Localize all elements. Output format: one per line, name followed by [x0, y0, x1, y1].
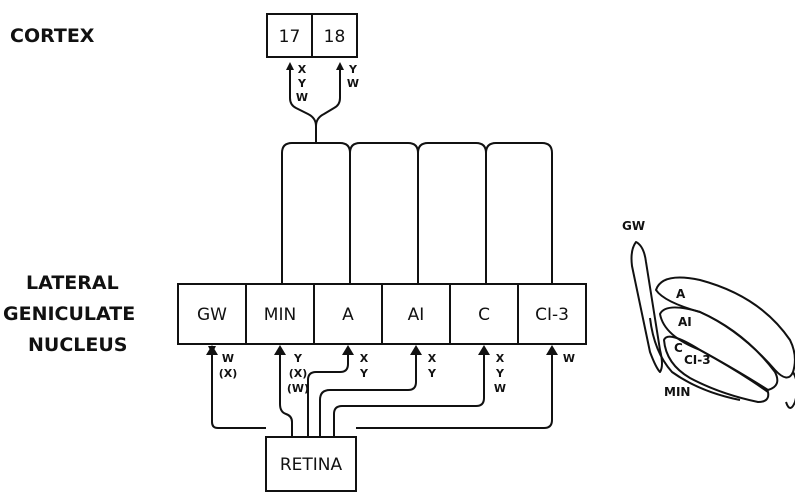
lgn-layer-ci3: CI-3 — [535, 305, 569, 325]
area17-input-w: W — [296, 91, 308, 104]
lgn-layer-c: C — [478, 305, 490, 325]
lgn-layer-gw: GW — [197, 305, 227, 325]
a-input-x: X — [360, 352, 369, 365]
min-input-x: (X) — [289, 367, 308, 380]
section-label-ai: AI — [678, 315, 692, 329]
cortex-label: CORTEX — [10, 25, 95, 47]
a-input-y: Y — [359, 367, 369, 380]
section-label-c: C — [674, 341, 683, 355]
ai-input-x: X — [428, 352, 437, 365]
min-input-y: Y — [293, 352, 303, 365]
cortex-area-17: 17 — [267, 14, 312, 57]
lgn-label-line1: LATERAL — [26, 272, 119, 294]
area18-input-y: Y — [348, 63, 358, 76]
lgn-layers: GW MIN A AI C CI-3 — [178, 284, 586, 344]
retina-label: RETINA — [280, 455, 343, 475]
lgn-label-line2: GENICULATE — [3, 303, 135, 325]
cortex-area-18: 18 — [312, 14, 357, 57]
retina-box: RETINA — [266, 437, 356, 491]
ai-input-y: Y — [427, 367, 437, 380]
lgn-to-cortex-pathway — [282, 64, 552, 284]
section-label-min: MIN — [664, 385, 690, 399]
lgn-section-drawing — [632, 242, 795, 408]
lgn-layer-ai: AI — [408, 305, 425, 325]
lgn-label-line3: NUCLEUS — [28, 334, 127, 356]
area17-input-x: X — [298, 63, 307, 76]
lgn-layer-a: A — [342, 305, 354, 325]
cortex-area-18-label: 18 — [324, 27, 346, 47]
c-input-w: W — [494, 382, 506, 395]
lgn-layer-min: MIN — [264, 305, 296, 325]
cortex-area-17-label: 17 — [279, 27, 301, 47]
gw-input-x: (X) — [219, 367, 238, 380]
section-label-ci3: CI-3 — [684, 353, 711, 367]
area17-input-y: Y — [297, 77, 307, 90]
ci3-input-w: W — [563, 352, 575, 365]
c-input-x: X — [496, 352, 505, 365]
gw-input-w: W — [222, 352, 234, 365]
min-input-w: (W) — [287, 382, 309, 395]
c-input-y: Y — [495, 367, 505, 380]
area18-input-w: W — [347, 77, 359, 90]
section-label-a: A — [676, 287, 686, 301]
section-label-gw: GW — [622, 219, 645, 233]
